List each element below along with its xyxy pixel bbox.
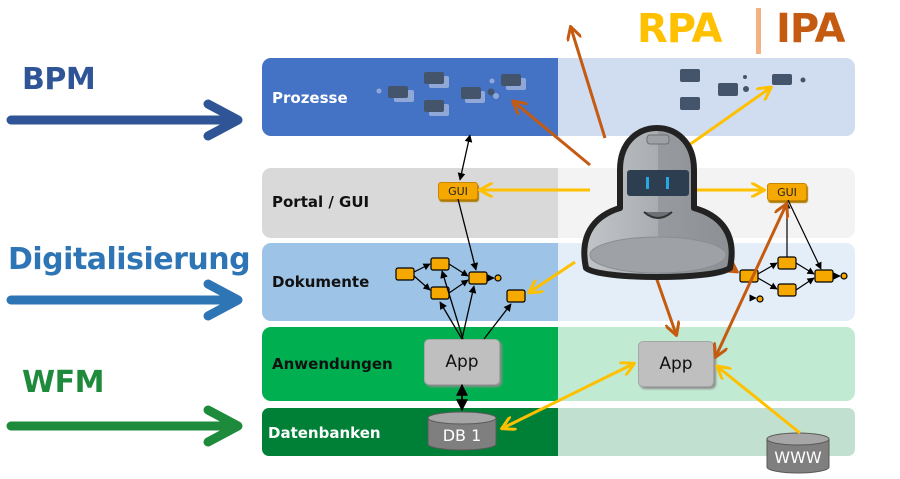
bpm-arrow-icon (6, 99, 243, 141)
title-ipa: IPA (776, 6, 845, 52)
layer-label-portal: Portal / GUI (272, 193, 370, 211)
layer-portal-left (262, 168, 572, 238)
workflow-right (739, 199, 848, 303)
wfm-arrow-icon (6, 405, 243, 447)
layer-label-datenbanken: Datenbanken (268, 424, 381, 442)
layer-dokumente-left (262, 243, 572, 321)
www-label: WWW (774, 448, 822, 467)
app-left-node: App (424, 339, 500, 385)
layer-label-dokumente: Dokumente (272, 273, 370, 291)
db1-cylinder-icon: DB 1 (427, 411, 497, 451)
internal-connectors (439, 134, 512, 412)
db1-label: DB 1 (443, 426, 482, 445)
side-label-digitalisierung: Digitalisierung (8, 242, 251, 277)
layer-label-anwendungen: Anwendungen (272, 355, 393, 373)
digitalisierung-arrow-icon (6, 279, 243, 321)
title-separator (756, 8, 761, 54)
side-label-bpm: BPM (22, 62, 96, 97)
robot-avatar-icon (581, 125, 735, 280)
www-cylinder-icon: WWW (766, 432, 830, 474)
app-right-node: App (638, 341, 714, 387)
side-label-wfm: WFM (22, 365, 104, 400)
layer-label-prozesse: Prozesse (272, 89, 348, 107)
layer-prozesse-left (262, 58, 572, 136)
title-rpa: RPA (637, 6, 722, 52)
process-icon-right (680, 69, 806, 110)
workflow-left (395, 257, 526, 303)
gui-right-node: GUI (767, 183, 807, 201)
layer-prozesse-right (558, 58, 855, 136)
process-icon-left (376, 72, 526, 116)
